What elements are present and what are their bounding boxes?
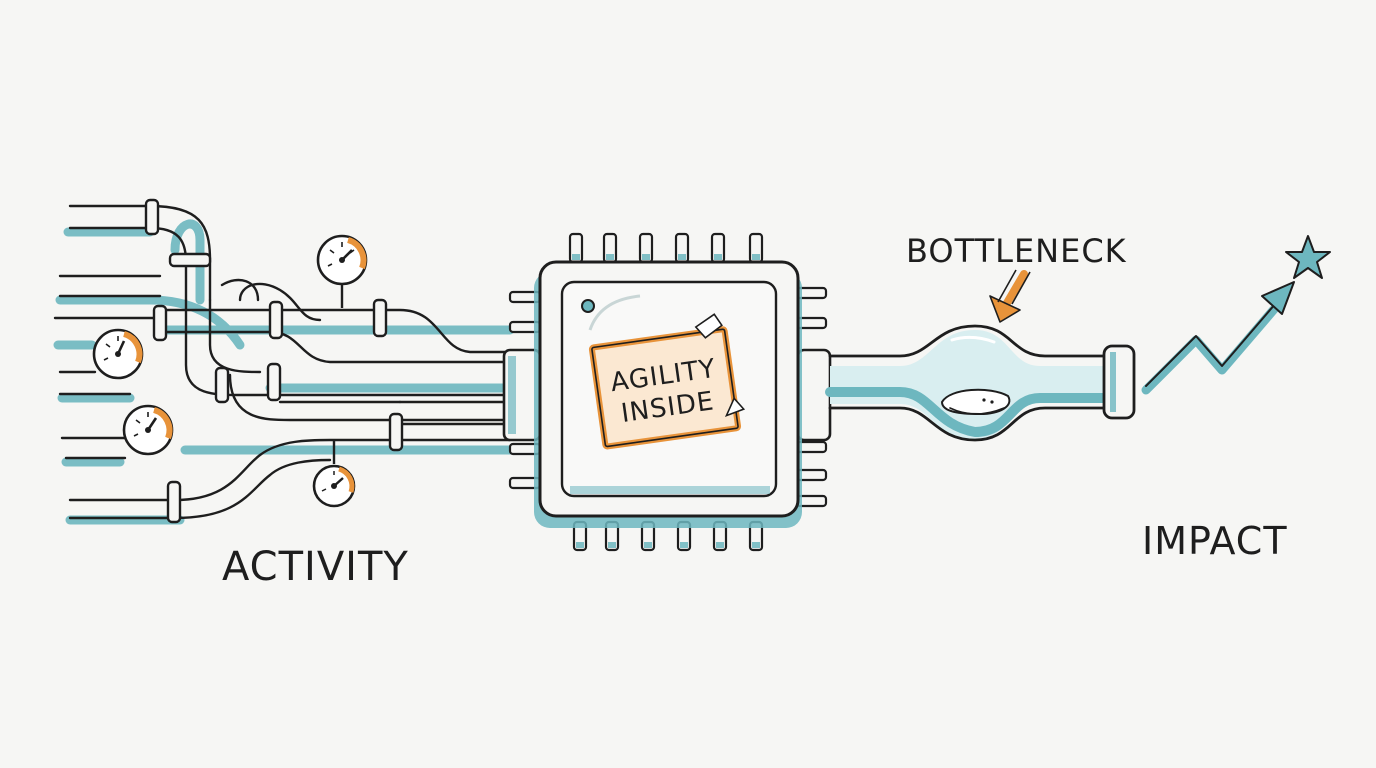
label-activity: ACTIVITY	[222, 544, 409, 590]
star-icon	[1285, 235, 1331, 279]
arrow-down-icon	[989, 269, 1031, 323]
trend-arrow-icon	[1141, 281, 1295, 395]
pressure-gauge-icon	[316, 234, 368, 308]
pressure-gauge-icon	[122, 404, 174, 456]
label-impact: IMPACT	[1142, 519, 1288, 563]
sticky-note: AGILITY INSIDE	[588, 313, 746, 450]
pressure-gauge-icon	[312, 440, 356, 508]
pressure-gauge-icon	[92, 328, 144, 380]
label-bottleneck: BOTTLENECK	[906, 232, 1127, 270]
input-pipes	[53, 198, 515, 525]
output-pipe	[825, 324, 1136, 442]
